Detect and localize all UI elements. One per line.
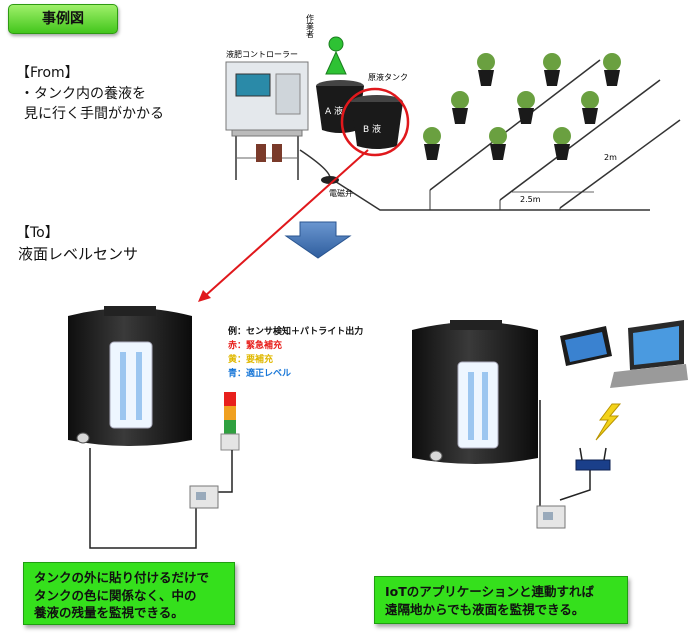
tank-a-label: A 液: [325, 105, 343, 117]
note-left: タンクの外に貼り付けるだけで タンクの色に関係なく、中の 養液の残量を監視できる…: [23, 562, 235, 625]
note-right-line-1: IoTのアプリケーションと連動すれば: [385, 584, 595, 599]
valve-icon: [321, 176, 339, 184]
signal-tower-icon: [220, 392, 240, 451]
tank-b-label: B 液: [363, 123, 381, 135]
tablet-icon: [560, 326, 612, 366]
to-heading: 【To】: [16, 225, 59, 241]
note-left-line-1: タンクの外に貼り付けるだけで: [34, 570, 210, 585]
tank-b: [351, 95, 403, 149]
laptop-icon: [610, 320, 688, 388]
dim-25m: 2.5m: [520, 195, 541, 204]
worker-icon: [325, 36, 347, 75]
highlight-circle: [340, 87, 410, 157]
legend-yellow: 黄：要補充: [228, 355, 274, 365]
plant-pots: [423, 53, 621, 160]
pointer-arrowhead-icon: [198, 290, 211, 302]
stock-tank-label: 原液タンク: [368, 72, 408, 82]
dim-2m: 2m: [604, 153, 617, 162]
case-badge: 事例図: [8, 4, 118, 34]
note-right-line-2: 遠隔地からでも液面を監視できる。: [385, 601, 585, 617]
note-right: IoTのアプリケーションと連動すれば 遠隔地からでも液面を監視できる。: [374, 576, 628, 624]
wireless-lightning-icon: [595, 403, 622, 441]
to-label: 液面レベルセンサ: [18, 245, 139, 263]
fertilizer-controller: [225, 61, 309, 180]
right-level-sensor: [457, 361, 499, 449]
legend-red: 赤：緊急補充: [228, 341, 283, 351]
valve-label: 電磁弁: [329, 188, 353, 198]
note-left-line-2: タンクの色に関係なく、中の: [34, 587, 197, 603]
note-left-line-3: 養液の残量を監視できる。: [34, 605, 184, 620]
controller-label: 液肥コントローラー: [226, 49, 298, 59]
legend-title: 例：センサ検知＋パトライト出力: [228, 327, 364, 337]
down-arrow-icon: [284, 221, 352, 259]
left-controller-box: [189, 485, 219, 509]
from-line-2: 見に行く手間がかかる: [24, 106, 164, 122]
worker-label: 作業者: [306, 13, 315, 39]
legend-blue: 青：適正レベル: [228, 369, 292, 379]
from-line-1: ・タンク内の養液を: [20, 86, 146, 102]
left-level-sensor: [109, 341, 153, 429]
right-controller-box: [536, 505, 566, 529]
pointer-line: [204, 149, 369, 297]
router-icon: [575, 447, 611, 471]
from-heading: 【From】: [16, 65, 79, 81]
